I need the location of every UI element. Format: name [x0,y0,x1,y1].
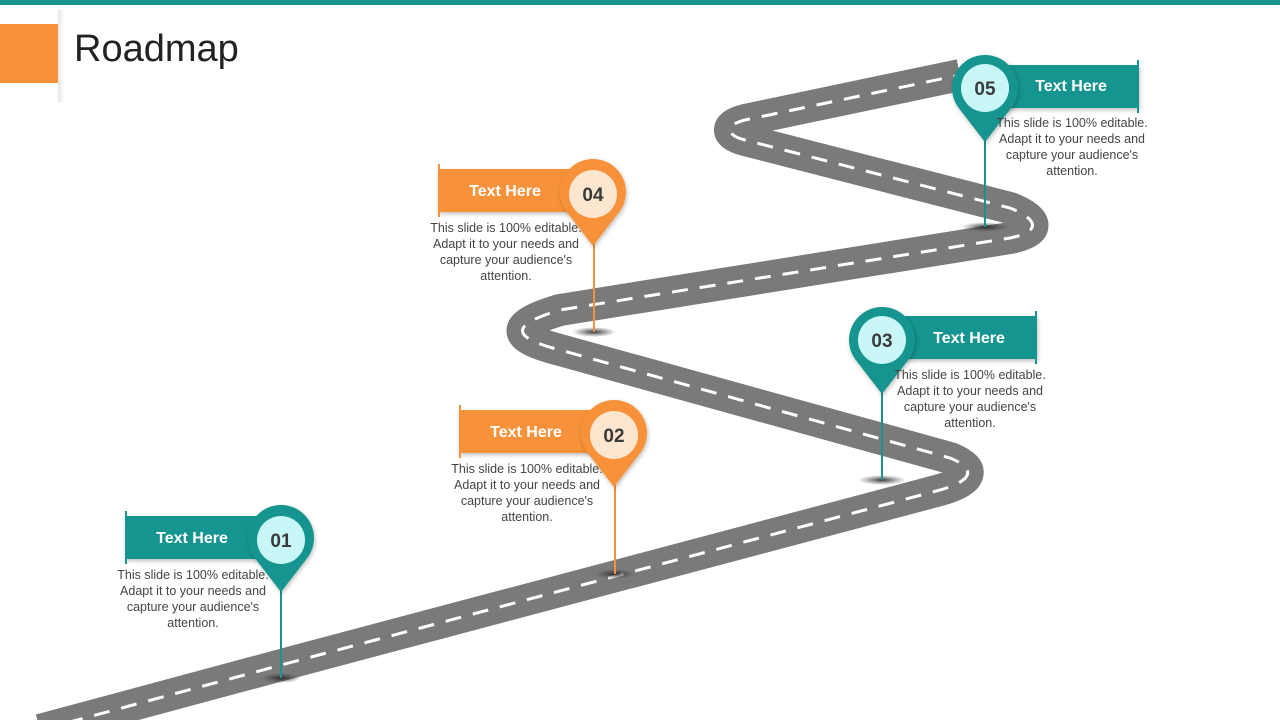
milestone-05-description: This slide is 100% editable. Adapt it to… [996,116,1148,178]
banner-label-01: Text Here [156,530,228,547]
milestone-03: Text Here 03 [849,307,1037,485]
milestone-02: Text Here 02 [459,400,647,579]
milestone-number-01: 01 [270,531,292,552]
top-accent-bar [0,0,1280,5]
pin-circle-03 [858,316,906,364]
banner-flag-02 [459,410,615,453]
milestone-03-description: This slide is 100% editable. Adapt it to… [894,368,1046,430]
milestone-01: Text Here 01 [125,505,314,683]
road [35,59,1049,720]
banner-label-04: Text Here [469,183,541,200]
title-accent-shadow [58,10,64,102]
milestone-04-description: This slide is 100% editable. Adapt it to… [430,221,582,283]
page-title: Roadmap [74,28,239,70]
milestone-number-04: 04 [582,185,604,206]
road-center-line [71,73,1034,720]
milestone-number-05: 05 [974,79,996,100]
pin-circle-01 [257,516,305,564]
pin-circle-02 [590,411,638,459]
banner-flag-03 [882,316,1037,359]
banner-edge-04 [438,164,440,217]
banner-label-03: Text Here [933,330,1005,347]
banner-edge-03 [1035,311,1037,364]
banner-label-05: Text Here [1035,78,1107,95]
title-accent-block [0,24,58,83]
pin-circle-05 [961,64,1009,112]
milestone-04: Text Here 04 [438,159,626,337]
banner-edge-01 [125,511,127,564]
banner-flag-01 [125,516,282,559]
banner-edge-02 [459,405,461,458]
milestone-02-description: This slide is 100% editable. Adapt it to… [451,462,603,524]
milestone-05: Text Here 05 [952,55,1139,232]
milestone-01-description: This slide is 100% editable. Adapt it to… [117,568,269,630]
banner-flag-05 [985,65,1139,108]
banner-label-02: Text Here [490,424,562,441]
pin-circle-04 [569,170,617,218]
milestone-number-02: 02 [603,426,624,447]
milestone-number-03: 03 [871,331,892,352]
banner-edge-05 [1137,60,1139,113]
banner-flag-04 [438,169,594,212]
